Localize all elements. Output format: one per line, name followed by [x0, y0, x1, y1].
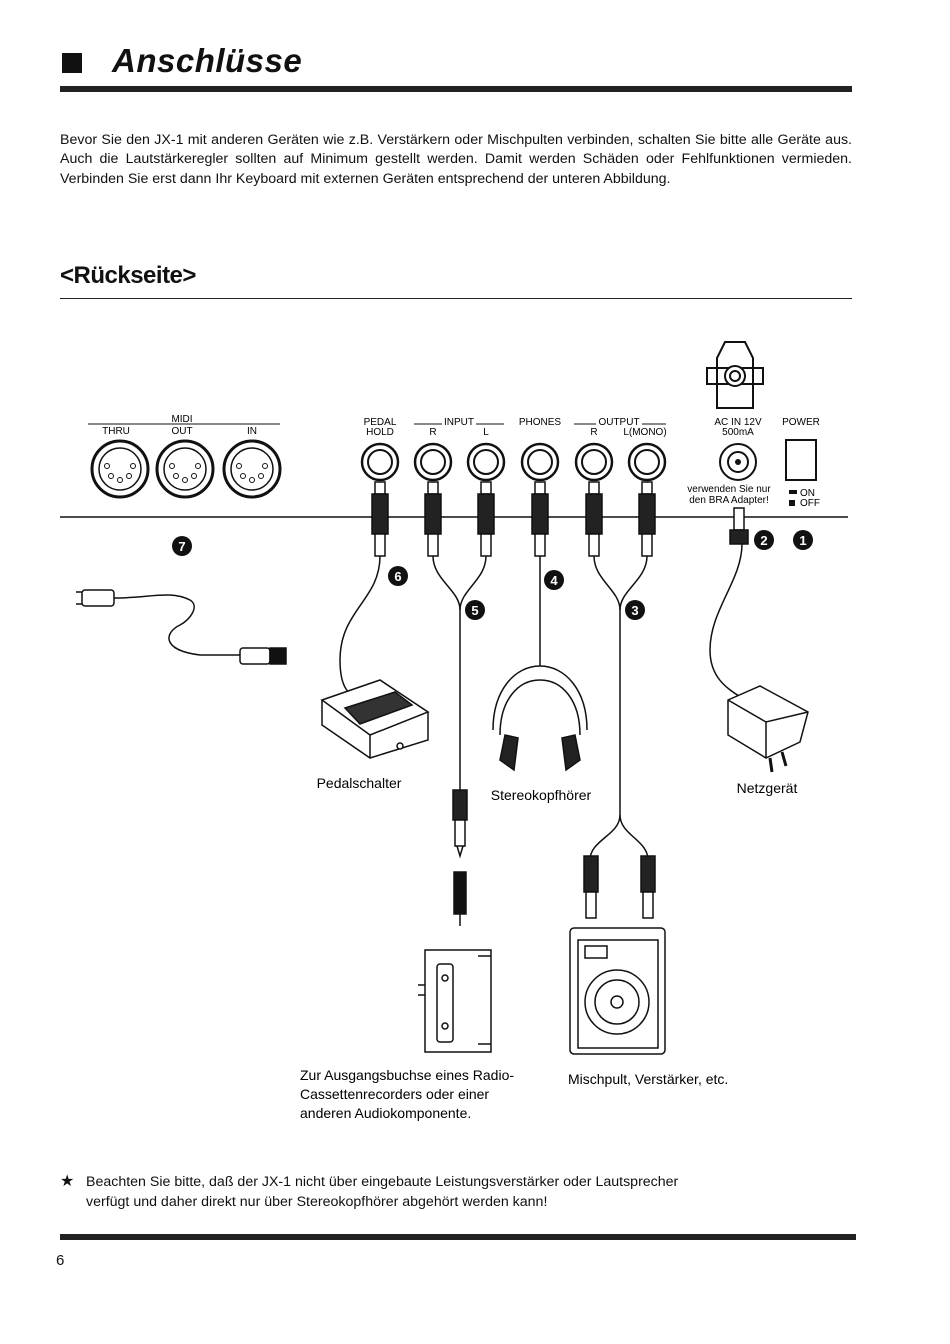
midi-label: MIDI [171, 414, 192, 425]
svg-text:4: 4 [550, 573, 558, 588]
power-label: POWER [782, 417, 820, 428]
phones-label: PHONES [519, 417, 562, 428]
svg-text:1: 1 [799, 533, 806, 548]
headphones-illustration [492, 665, 588, 772]
marker-5: 5 [465, 600, 485, 620]
cassette-plug [452, 789, 468, 926]
ma-label: 500mA [722, 427, 754, 438]
power-adapter-illustration [727, 685, 809, 773]
top-rule [60, 86, 852, 92]
output-lmono-label: L(MONO) [623, 427, 666, 438]
pedal-switch-label: Pedalschalter [317, 775, 402, 791]
marker-7: 7 [172, 536, 192, 556]
pedal-label: PEDAL [364, 417, 397, 428]
midi-thru-socket [90, 439, 150, 499]
star-icon: ★ [60, 1173, 75, 1190]
power-switch [785, 439, 817, 481]
svg-text:7: 7 [178, 539, 185, 554]
bottom-rule [60, 1234, 856, 1240]
headphones-label: Stereokopfhörer [491, 787, 592, 803]
ac-in-label: AC IN 12V [714, 417, 762, 428]
svg-text:3: 3 [631, 603, 638, 618]
input-r-jack [413, 442, 453, 482]
marker-2: 2 [754, 530, 774, 550]
marker-3: 3 [625, 600, 645, 620]
section-rule [60, 298, 852, 299]
note-text: Beachten Sie bitte, daß der JX-1 nicht ü… [86, 1174, 679, 1210]
input-l-jack [466, 442, 506, 482]
output-l-jack [627, 442, 667, 482]
midi-cable [76, 589, 287, 665]
section-title: <Rückseite> [60, 262, 196, 289]
cassette-label-2: Cassettenrecorders oder einer [300, 1086, 489, 1102]
off-icon [789, 500, 795, 506]
output-r-jack [574, 442, 614, 482]
midi-out-label: OUT [171, 426, 192, 437]
midi-thru-label: THRU [102, 426, 130, 437]
midi-in-label: IN [247, 426, 257, 437]
amplifier-label: Mischpult, Verstärker, etc. [568, 1071, 728, 1087]
midi-in-socket [222, 439, 282, 499]
pedal-hold-jack [360, 442, 400, 482]
marker-4: 4 [544, 570, 564, 590]
adapter-warning-1: verwenden Sie nur [687, 484, 771, 495]
title-square-icon [62, 53, 82, 73]
hold-label: HOLD [366, 427, 394, 438]
off-label: OFF [800, 498, 820, 509]
marker-1: 1 [793, 530, 813, 550]
on-icon [789, 490, 797, 494]
adapter-plug-icon [706, 341, 764, 409]
adapter-warning-2: den BRA Adapter! [689, 495, 769, 506]
cassette-label-1: Zur Ausgangsbuchse eines Radio- [300, 1067, 514, 1083]
pedal-switch-illustration [320, 679, 430, 759]
note-block: ★ Beachten Sie bitte, daß der JX-1 nicht… [60, 1172, 700, 1212]
svg-text:5: 5 [471, 603, 478, 618]
output-label: OUTPUT [598, 417, 639, 428]
midi-out-socket [155, 439, 215, 499]
page-header: Anschlüsse [62, 42, 302, 80]
page-title: Anschlüsse [112, 42, 303, 79]
page-number: 6 [56, 1252, 65, 1269]
input-label: INPUT [444, 417, 474, 428]
on-label: ON [800, 488, 815, 499]
intro-paragraph: Bevor Sie den JX-1 mit anderen Geräten w… [60, 132, 852, 187]
power-adapter-label: Netzgerät [737, 780, 798, 796]
marker-6: 6 [388, 566, 408, 586]
svg-text:6: 6 [394, 569, 401, 584]
amplifier-illustration [569, 927, 666, 1055]
output-r-label: R [590, 427, 597, 438]
connection-diagram: MIDI THRU OUT IN PEDAL HOLD INPUT R L PH… [60, 341, 848, 1121]
cassette-recorder-illustration [418, 949, 492, 1053]
cassette-label-3: anderen Audiokomponente. [300, 1105, 471, 1121]
ac-in-jack [719, 443, 757, 481]
input-r-label: R [429, 427, 436, 438]
input-l-label: L [483, 427, 489, 438]
svg-text:2: 2 [760, 533, 767, 548]
phones-jack [520, 442, 560, 482]
